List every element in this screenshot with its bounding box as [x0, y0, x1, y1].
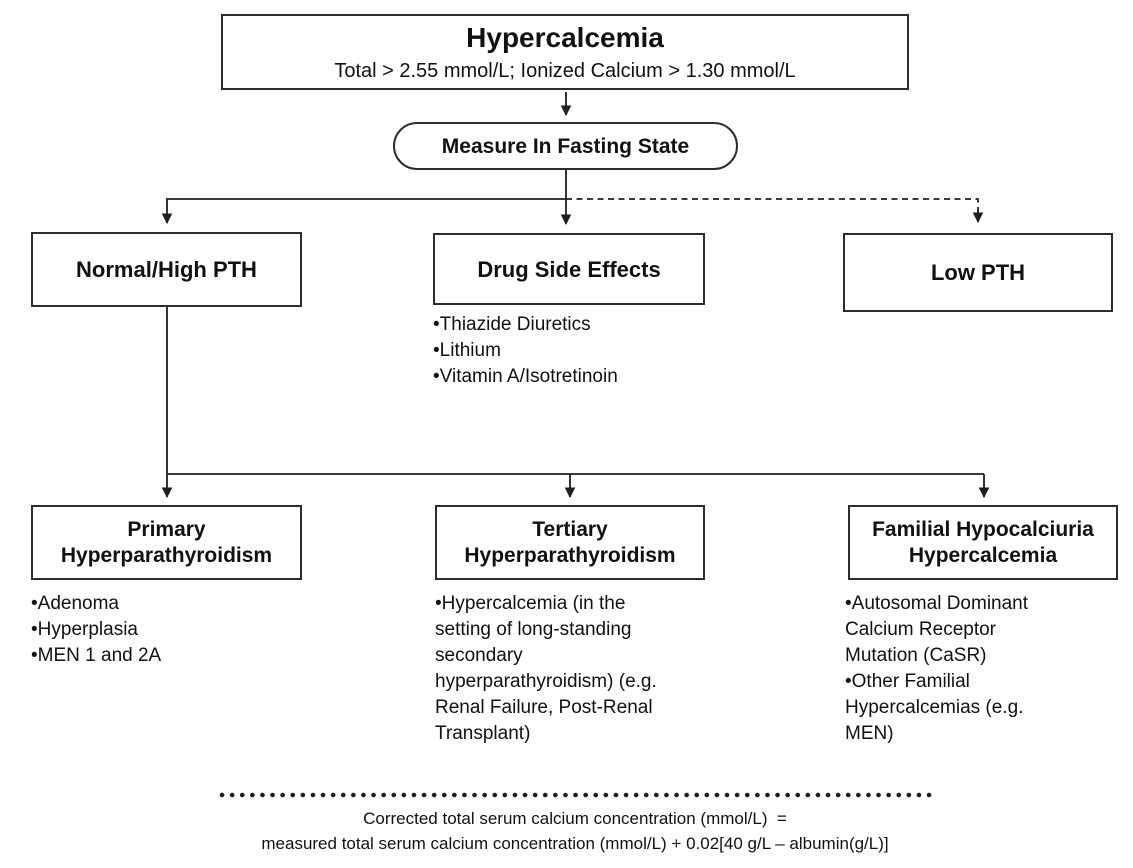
node-familial-label-line1: Familial Hypocalciuria: [872, 517, 1094, 541]
list-item: Autosomal Dominant Calcium Receptor Muta…: [845, 591, 1063, 669]
node-hypercalcemia: Hypercalcemia Total > 2.55 mmol/L; Ioniz…: [221, 14, 909, 90]
flow-arrows: [161, 92, 990, 499]
node-tertiary-label-line1: Tertiary: [532, 517, 608, 541]
node-drug-side-effects: Drug Side Effects: [433, 233, 705, 305]
node-normal-high-pth-label: Normal/High PTH: [76, 257, 257, 282]
node-low-pth-label: Low PTH: [930, 260, 1026, 285]
node-familial-hypocalciuria-hypercalcemia: Familial Hypocalciuria Hypercalcemia: [848, 505, 1118, 580]
list-item: Hyperplasia: [31, 617, 321, 643]
footnote-line-2: measured total serum calcium concentrati…: [261, 834, 889, 853]
node-normal-high-pth: Normal/High PTH: [31, 232, 302, 307]
node-hypercalcemia-subtitle: Total > 2.55 mmol/L; Ionized Calcium > 1…: [334, 59, 796, 82]
node-primary-label-line2: Hyperparathyroidism: [60, 543, 273, 567]
list-item: Thiazide Diuretics: [433, 312, 723, 338]
node-primary-hyperparathyroidism: Primary Hyperparathyroidism: [31, 505, 302, 580]
list-item: Hypercalcemia (in the setting of long-st…: [435, 591, 667, 747]
node-familial-label-line2: Hypercalcemia: [908, 543, 1058, 567]
list-item: MEN 1 and 2A: [31, 643, 321, 669]
list-item: Other Familial Hypercalcemias (e.g. MEN): [845, 669, 1063, 747]
familial-list: Autosomal Dominant Calcium Receptor Muta…: [845, 591, 1063, 747]
list-item: Adenoma: [31, 591, 321, 617]
node-measure-fasting-state-label: Measure In Fasting State: [441, 134, 690, 158]
node-tertiary-label-line2: Hyperparathyroidism: [464, 543, 676, 567]
node-primary-label-line1: Primary: [127, 517, 206, 541]
list-item: Lithium: [433, 338, 723, 364]
corrected-calcium-footnote: Corrected total serum calcium concentrat…: [65, 806, 1085, 856]
node-tertiary-hyperparathyroidism: Tertiary Hyperparathyroidism: [435, 505, 705, 580]
node-hypercalcemia-title: Hypercalcemia: [466, 21, 664, 53]
primary-list: Adenoma Hyperplasia MEN 1 and 2A: [31, 591, 321, 669]
node-measure-fasting-state: Measure In Fasting State: [393, 122, 738, 170]
list-item: Vitamin A/Isotretinoin: [433, 364, 723, 390]
node-low-pth: Low PTH: [843, 233, 1113, 312]
footnote-line-1: Corrected total serum calcium concentrat…: [363, 809, 787, 828]
drug-side-effects-list: Thiazide Diuretics Lithium Vitamin A/Iso…: [433, 312, 723, 390]
tertiary-list: Hypercalcemia (in the setting of long-st…: [435, 591, 667, 747]
node-drug-side-effects-label: Drug Side Effects: [477, 256, 661, 282]
